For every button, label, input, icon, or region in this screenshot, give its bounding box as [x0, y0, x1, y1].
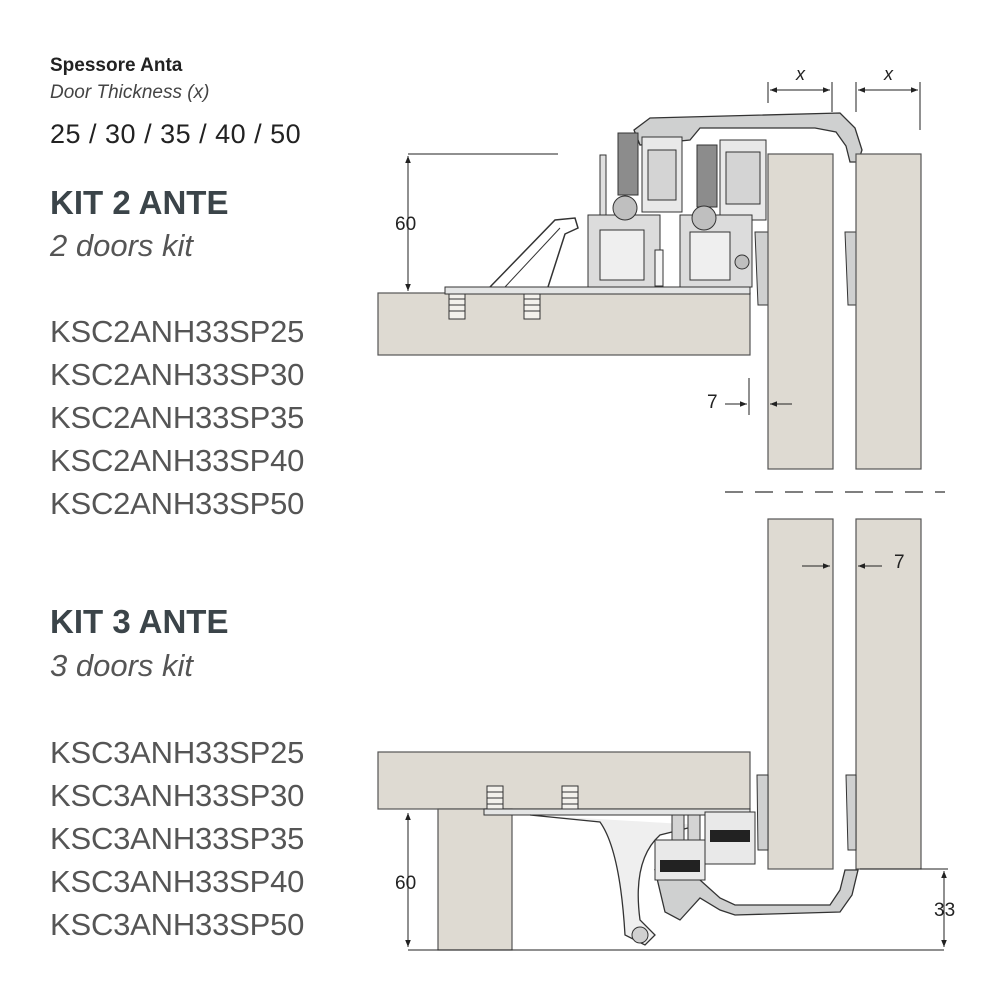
bottom-section — [377, 518, 948, 951]
kit3-code: KSC3ANH33SP35 — [50, 821, 305, 856]
dim-top-height: 60 — [395, 214, 417, 235]
kit2-code: KSC2ANH33SP30 — [50, 357, 305, 392]
dim-top-gap: 7 — [707, 392, 718, 413]
dim-bottom-offset: 33 — [934, 900, 956, 921]
dim-door-thickness-right: x — [884, 64, 893, 84]
bottom-screw-right — [561, 785, 579, 813]
kit3-title: KIT 3 ANTE — [50, 603, 229, 640]
kit2-code: KSC2ANH33SP40 — [50, 443, 305, 478]
bottom-door-left — [767, 518, 834, 870]
door-thickness-title: Spessore Anta — [50, 55, 183, 76]
thickness-options: 25 / 30 / 35 / 40 / 50 — [50, 119, 302, 149]
top-door-right — [855, 153, 922, 470]
kit2-subtitle: 2 doors kit — [50, 228, 194, 263]
dim-bottom-height: 60 — [395, 873, 417, 894]
kit2-code-list: KSC2ANH33SP25 KSC2ANH33SP30 KSC2ANH33SP3… — [50, 310, 304, 525]
top-screw-left — [448, 292, 466, 320]
kit2-code: KSC2ANH33SP35 — [50, 400, 305, 435]
kit2-code: KSC2ANH33SP25 — [50, 314, 305, 349]
kit2-code: KSC2ANH33SP50 — [50, 486, 305, 521]
door-thickness-subtitle: Door Thickness (x) — [50, 82, 210, 103]
top-section — [377, 82, 922, 470]
kit3-subtitle: 3 doors kit — [50, 648, 194, 683]
top-shelf-panel — [377, 292, 751, 356]
dim-door-thickness-left: x — [796, 64, 805, 84]
bottom-side-panel — [437, 808, 513, 951]
kit3-code: KSC3ANH33SP25 — [50, 735, 305, 770]
bottom-rail-profile — [654, 869, 859, 921]
top-door-left — [767, 153, 834, 470]
dim-bottom-gap: 7 — [894, 552, 905, 573]
top-screw-right — [523, 292, 541, 320]
kit3-code-list: KSC3ANH33SP25 KSC3ANH33SP30 KSC3ANH33SP3… — [50, 731, 304, 946]
kit3-code: KSC3ANH33SP30 — [50, 778, 305, 813]
kit3-code: KSC3ANH33SP50 — [50, 907, 305, 942]
bottom-screw-left — [486, 785, 504, 813]
bottom-door-right — [855, 518, 922, 870]
top-rail-profile — [633, 112, 863, 163]
kit2-title: KIT 2 ANTE — [50, 184, 229, 221]
kit3-code: KSC3ANH33SP40 — [50, 864, 305, 899]
